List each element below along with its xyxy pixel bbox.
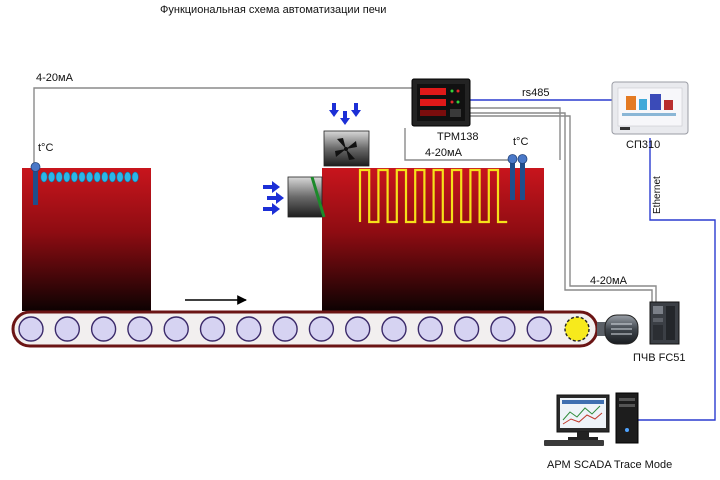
workstation-label: АРМ SCADA Trace Mode: [547, 459, 672, 471]
top-air-arrows: [329, 103, 361, 125]
burner-nozzle: [48, 171, 56, 183]
conveyor-roller: [490, 316, 516, 342]
left-burner-row: [40, 171, 139, 183]
conveyor-roller: [345, 316, 371, 342]
vfd-loop-label: 4-20мА: [590, 275, 628, 287]
burner-nozzle: [93, 171, 101, 183]
conveyor-roller: [199, 316, 226, 342]
exhaust-fan: [323, 130, 370, 167]
right-sensor-line: [470, 107, 561, 160]
conveyor-roller: [453, 316, 480, 342]
conveyor-roller: [272, 316, 298, 342]
ethernet-label: Ethernet: [652, 176, 663, 214]
right-temp-label: t°C: [513, 136, 528, 148]
heater-loop-line: [404, 128, 512, 161]
conveyor-roller: [236, 316, 262, 342]
vfd-loop-line: [470, 112, 653, 302]
conveyor-roller: [381, 316, 407, 342]
conveyor-roller: [526, 316, 552, 342]
panel-label: СП310: [626, 139, 660, 151]
vfd-fc51: [649, 301, 680, 345]
controller-label: ТРМ138: [437, 131, 478, 143]
workstation: [544, 392, 639, 446]
signal-lines: [33, 87, 657, 302]
damper-blade: [310, 176, 326, 218]
burner-nozzle: [70, 171, 78, 183]
right-temp-sensor: [507, 154, 528, 200]
controller-trm138: [411, 78, 471, 127]
conveyor-roller: [54, 316, 81, 342]
conveyor-motor: [597, 314, 639, 345]
side-air-arrows: [263, 181, 284, 215]
heater-loop-label: 4-20мА: [425, 147, 463, 159]
heater-coil: [358, 168, 508, 224]
left-furnace: [22, 168, 151, 311]
conveyor-roller: [90, 316, 117, 342]
burner-nozzle: [55, 171, 63, 183]
burner-nozzle: [124, 171, 132, 183]
fan-icon: [335, 138, 357, 160]
burner-nozzle: [40, 171, 48, 183]
air-inlet-damper: [287, 176, 326, 218]
left-loop-label: 4-20мА: [36, 72, 74, 84]
burner-nozzle: [116, 171, 124, 183]
left-temp-label: t°C: [38, 142, 53, 154]
conveyor-roller: [127, 316, 153, 342]
conveyor-roller: [308, 316, 335, 342]
burner-nozzle: [63, 171, 71, 183]
burner-nozzle: [108, 171, 116, 183]
drive-roller: [564, 316, 590, 342]
left-temp-sensor: [30, 162, 41, 205]
operator-panel-sp310: [611, 81, 689, 135]
network-lines: [470, 99, 716, 421]
burner-nozzle: [78, 171, 86, 183]
vfd-label: ПЧВ FC51: [633, 352, 686, 364]
left-sensor-loop-line: [33, 87, 412, 180]
ethernet-line: [628, 138, 716, 421]
vfd-loop-line-2: [470, 115, 657, 302]
burner-nozzle: [131, 171, 139, 183]
diagram-title: Функциональная схема автоматизации печи: [160, 4, 386, 16]
conveyor: [11, 310, 599, 348]
rs485-label: rs485: [522, 87, 550, 99]
conveyor-roller: [417, 316, 443, 342]
burner-nozzle: [101, 171, 109, 183]
burner-nozzle: [86, 171, 94, 183]
conveyor-roller: [18, 316, 44, 342]
conveyor-roller: [163, 316, 189, 342]
